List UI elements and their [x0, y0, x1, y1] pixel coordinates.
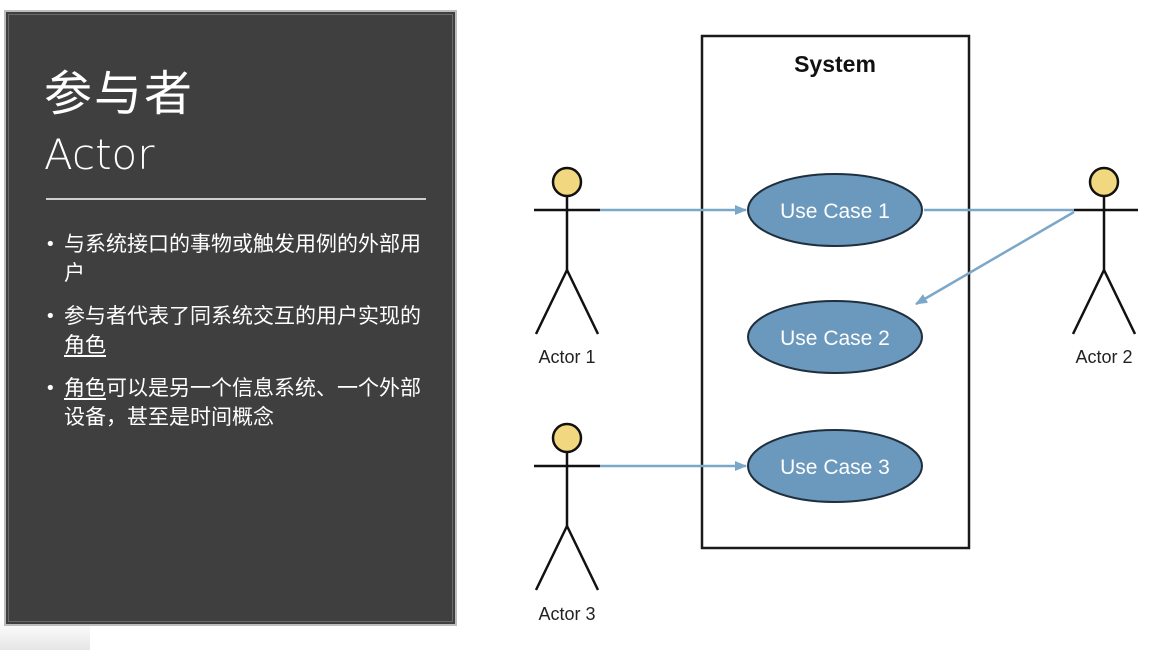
actor-3-label: Actor 3: [538, 604, 595, 624]
use-case-1: Use Case 1: [747, 173, 923, 247]
use-case-1-label: Use Case 1: [780, 200, 890, 223]
page-subtitle: Actor: [44, 130, 155, 179]
bullet-text: 与系统接口的事物或触发用例的外部用户: [64, 232, 421, 285]
actor-2: [1071, 166, 1138, 335]
system-label: System: [794, 51, 876, 77]
bullet-dot-icon: •: [45, 378, 56, 399]
bullet-list: •与系统接口的事物或触发用例的外部用户•参与者代表了同系统交互的用户实现的角色•…: [42, 230, 422, 446]
actor-3-head-icon: [551, 422, 583, 454]
use-case-2-label: Use Case 2: [780, 327, 890, 350]
bullet-text: 参与者代表了同系统交互的用户实现的: [64, 304, 421, 328]
bullet-dot-icon: •: [45, 306, 56, 327]
connector-actor2-uc2: [915, 210, 1075, 306]
use-case-3-label: Use Case 3: [780, 456, 890, 479]
actor-1: [534, 166, 600, 335]
actor-1-label: Actor 1: [538, 347, 595, 367]
page-title: 参与者: [44, 66, 195, 122]
bullet-term: 角色: [64, 376, 106, 400]
actor-2-head-icon: [1088, 166, 1120, 198]
use-case-3: Use Case 3: [747, 429, 923, 503]
bullet-item: • 角色可以是另一个信息系统、一个外部设备，甚至是时间概念: [42, 374, 422, 432]
bullet-item: • 与系统接口的事物或触发用例的外部用户: [42, 230, 422, 288]
bullet-text: 可以是另一个信息系统、一个外部设备，甚至是时间概念: [64, 376, 421, 429]
slide-text-panel: 参与者 Actor • 与系统接口的事物或触发用例的外部用户 • 参与者代表了同系统交…: [4, 10, 457, 626]
use-case-2: Use Case 2: [747, 300, 923, 374]
use-case-diagram: System Use Case 1 Use Case 2 Use Case 3 …: [534, 34, 1138, 624]
actor-1-head-icon: [551, 166, 583, 198]
bullet-dot-icon: •: [45, 234, 56, 255]
actor-2-label: Actor 2: [1075, 347, 1132, 367]
bullet-item: • 参与者代表了同系统交互的用户实现的角色: [42, 302, 422, 360]
bullet-term: 角色: [64, 333, 106, 357]
title-divider: [46, 198, 426, 200]
actor-3: [534, 422, 600, 591]
